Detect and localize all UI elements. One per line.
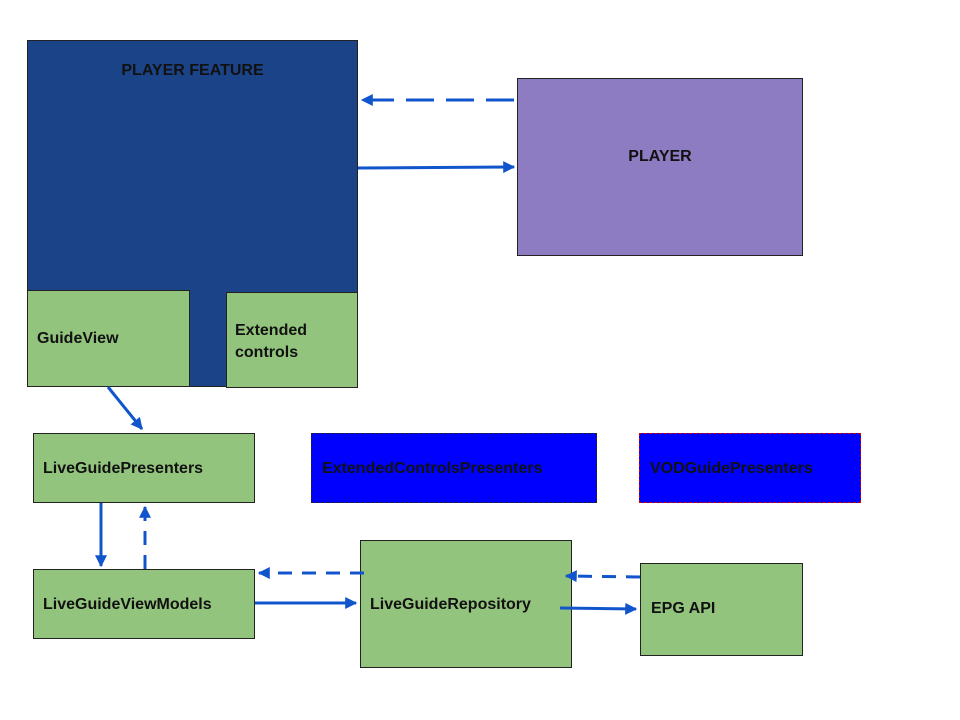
player-label: PLAYER (628, 148, 692, 165)
arrow-guideview-to-presenters (106, 386, 144, 430)
arrow-repository-to-epg (559, 602, 638, 615)
player-feature-label: PLAYER FEATURE (121, 62, 264, 79)
epg-api-box (640, 563, 803, 656)
guide-view-label: GuideView (37, 330, 119, 347)
live-guide-view-models-label: LiveGuideViewModels (43, 596, 212, 613)
epg-api-label: EPG API (651, 600, 716, 617)
extended-controls-label: Extended controls (235, 322, 308, 361)
live-guide-repository-label: LiveGuideRepository (370, 596, 531, 613)
live-guide-presenters-label: LiveGuidePresenters (43, 460, 204, 477)
player-box (517, 78, 803, 256)
live-guide-presenters-box (33, 433, 255, 503)
extended-controls-presenters-box (311, 433, 597, 503)
extended-controls-presenters-label: ExtendedControlsPresenters (322, 460, 543, 477)
arrow-epg-to-repository (564, 570, 641, 583)
live-guide-repository-box (360, 540, 572, 668)
vod-guide-presenters-box (639, 433, 861, 503)
extended-controls-box (226, 292, 358, 388)
vod-guide-presenters-label: VODGuidePresenters (650, 460, 813, 477)
guide-view-box (27, 290, 190, 387)
arrow-feature-to-player (357, 161, 516, 174)
live-guide-view-models-box (33, 569, 255, 639)
